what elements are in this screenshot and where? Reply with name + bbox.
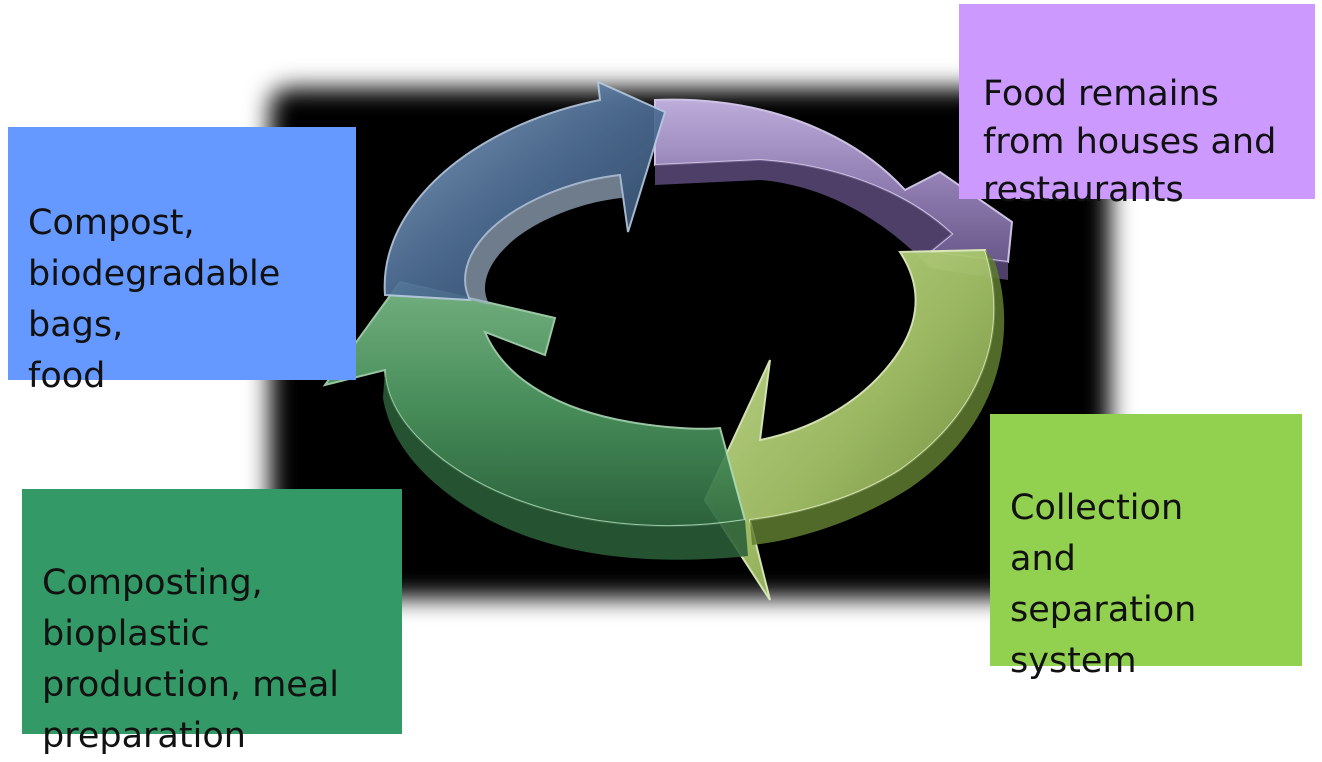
- arrow-lime: [703, 248, 1005, 601]
- arrow-blue: [383, 80, 667, 305]
- stage-collection: Collection and separation system: [990, 414, 1302, 681]
- arrow-purple: [654, 98, 1014, 280]
- stage-food-remains: Food remains from houses and restaurants: [959, 4, 1315, 210]
- stage-food-remains-text: Food remains from houses and restaurants: [983, 74, 1277, 210]
- stage-composting: Composting, bioplastic production, meal …: [22, 489, 402, 756]
- stage-compost-text: Compost, biodegradable bags, food: [28, 203, 281, 396]
- recycling-cycle-diagram: [270, 80, 1110, 601]
- stage-composting-text: Composting, bioplastic production, meal …: [42, 563, 339, 756]
- stage-compost: Compost, biodegradable bags, food: [8, 127, 356, 396]
- stage-collection-text: Collection and separation system: [1010, 488, 1197, 681]
